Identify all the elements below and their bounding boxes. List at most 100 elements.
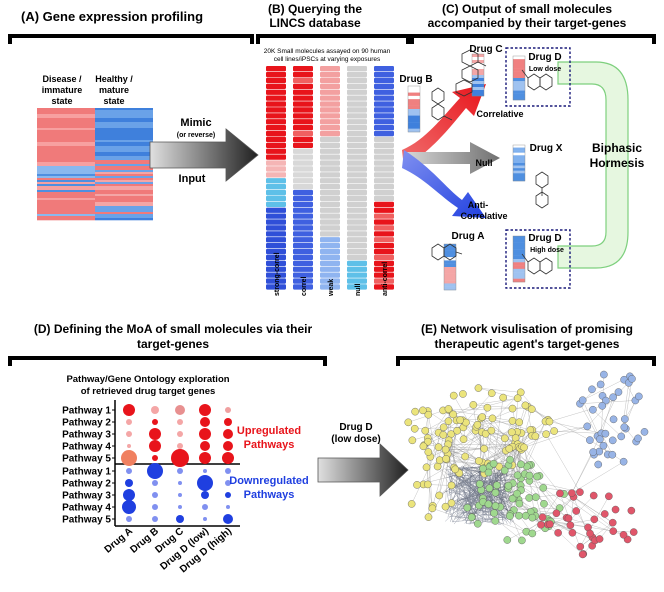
panel-d-sub-2: of retrieved drug target genes bbox=[81, 386, 216, 397]
network-node bbox=[608, 450, 617, 459]
drug-a-label: Drug A bbox=[452, 231, 485, 242]
heatmap-cell bbox=[37, 128, 95, 131]
network-edge bbox=[452, 516, 513, 522]
panel-a: (A) Gene expression profiling Disease / … bbox=[8, 9, 254, 221]
lincs-cell bbox=[266, 266, 286, 272]
network-node bbox=[493, 481, 501, 490]
network-node bbox=[467, 513, 476, 522]
strip-cell bbox=[444, 267, 456, 271]
lincs-cell bbox=[293, 107, 313, 113]
lincs-column-label: anti-correl bbox=[382, 262, 389, 296]
network-edge bbox=[477, 405, 526, 425]
heatmap-cell bbox=[95, 118, 153, 121]
lincs-cell bbox=[293, 125, 313, 131]
pathway-label: Pathway 5 bbox=[62, 515, 111, 526]
lincs-cell bbox=[293, 71, 313, 78]
lincs-cell bbox=[347, 231, 367, 237]
lincs-cell bbox=[320, 219, 340, 225]
heatmap-cell bbox=[37, 124, 95, 127]
panel-a-bracket bbox=[8, 34, 254, 44]
network-edge bbox=[495, 520, 527, 532]
panel-a-title: (A) Gene expression profiling bbox=[21, 9, 203, 24]
network-node bbox=[550, 427, 558, 435]
network-node bbox=[500, 466, 509, 475]
network-node bbox=[449, 391, 458, 400]
network-node bbox=[601, 429, 610, 438]
network-edge bbox=[424, 445, 485, 449]
strip-cell bbox=[472, 84, 484, 88]
lincs-cell bbox=[347, 213, 367, 219]
downregulated-dot bbox=[122, 500, 136, 514]
network-node bbox=[602, 396, 610, 405]
heatmap-cell bbox=[95, 210, 153, 213]
upregulated-dot bbox=[177, 431, 183, 437]
network-node bbox=[516, 388, 525, 397]
lincs-cell bbox=[347, 172, 367, 178]
lincs-cell bbox=[266, 125, 286, 131]
strip-cell bbox=[444, 253, 456, 258]
upregulated-dot bbox=[152, 455, 158, 461]
lincs-cell bbox=[347, 166, 367, 172]
lincs-cell bbox=[266, 119, 286, 125]
lincs-cell bbox=[266, 248, 286, 255]
heatmap-cell bbox=[37, 174, 95, 177]
upregulated-dot bbox=[152, 419, 158, 425]
lincs-cell bbox=[266, 195, 286, 202]
lincs-cell bbox=[320, 272, 340, 278]
lincs-cell bbox=[293, 254, 313, 261]
lincs-cell bbox=[293, 148, 313, 154]
lincs-column-label: correl bbox=[301, 276, 308, 296]
network-node bbox=[491, 517, 500, 525]
strip-cell bbox=[513, 93, 525, 98]
lincs-cell bbox=[293, 272, 313, 278]
network-node bbox=[546, 520, 554, 528]
heatmap-cell bbox=[37, 156, 95, 159]
biphasic-label-1: Biphasic bbox=[592, 141, 642, 155]
network-node bbox=[447, 499, 456, 507]
network-node bbox=[487, 389, 496, 398]
lincs-cell bbox=[266, 136, 286, 143]
network-node bbox=[515, 418, 524, 427]
strip-cell bbox=[513, 62, 525, 66]
network-node bbox=[442, 454, 450, 463]
strip-cell bbox=[513, 74, 525, 79]
lincs-cell bbox=[374, 266, 394, 272]
strip-cell bbox=[513, 242, 525, 247]
heatmap-cell bbox=[37, 134, 95, 137]
network-node bbox=[404, 418, 413, 427]
heatmap-cell bbox=[37, 166, 95, 169]
lincs-cell bbox=[347, 243, 367, 249]
network-node bbox=[513, 471, 522, 480]
strip-cell bbox=[513, 155, 525, 159]
strip-cell bbox=[513, 87, 525, 91]
strip-cell bbox=[408, 125, 420, 129]
lincs-cell bbox=[266, 71, 286, 78]
lincs-cell bbox=[266, 207, 286, 213]
network-edge bbox=[446, 432, 483, 460]
lincs-cell bbox=[266, 89, 286, 95]
network-edge bbox=[532, 493, 561, 534]
drug-d-high-label: Drug D bbox=[528, 233, 561, 244]
lincs-cell bbox=[374, 95, 394, 101]
network-node bbox=[480, 444, 488, 453]
lincs-cell bbox=[347, 89, 367, 95]
lincs-cell bbox=[374, 101, 394, 107]
network-edge bbox=[416, 456, 466, 485]
lincs-column-label: null bbox=[355, 284, 362, 296]
network-edge bbox=[485, 508, 488, 522]
null-label: Null bbox=[476, 158, 493, 168]
heatmap-cell bbox=[95, 126, 153, 129]
lincs-cell bbox=[320, 254, 340, 261]
network-node bbox=[447, 481, 456, 490]
heatmap-cell bbox=[37, 200, 95, 203]
heatmap-cell bbox=[95, 160, 153, 163]
network-edge bbox=[624, 400, 636, 428]
pathway-label: Pathway 4 bbox=[62, 503, 111, 514]
mimic-label: Mimic bbox=[180, 117, 211, 129]
upregulated-dot bbox=[175, 405, 185, 415]
lincs-cell bbox=[293, 119, 313, 125]
lincs-cell bbox=[347, 71, 367, 78]
network-edge bbox=[559, 493, 614, 532]
drug-d-low-box bbox=[505, 47, 571, 107]
upregulated-dot bbox=[222, 452, 234, 464]
